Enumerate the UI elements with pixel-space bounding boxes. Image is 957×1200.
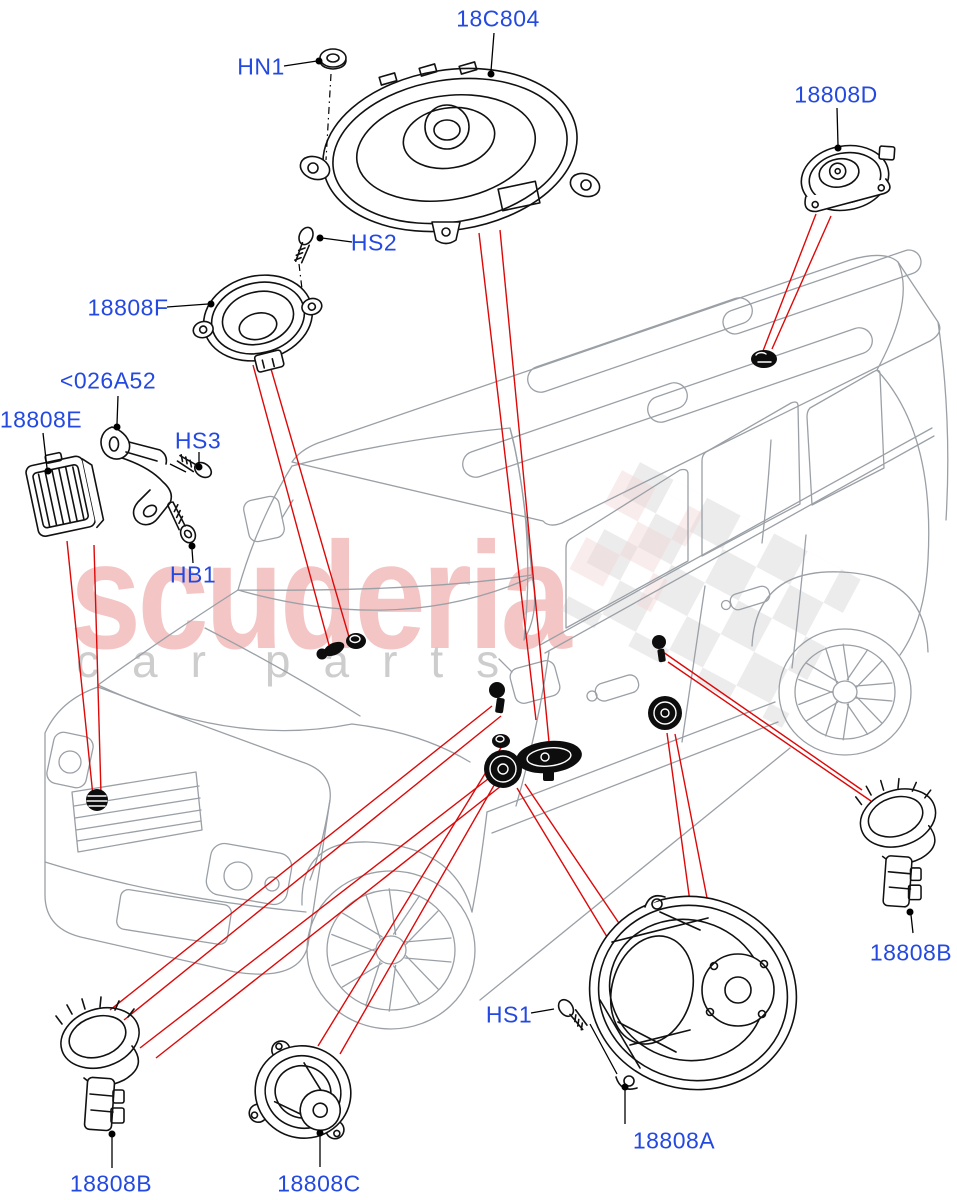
part-label-026a52: <026A52: [59, 367, 157, 394]
vehicle-illustration: [44, 249, 949, 1030]
fastener-label-hs3: HS3: [174, 427, 222, 454]
part-label-18808c: 18808C: [277, 1170, 361, 1197]
screw-hs1-drawing: [551, 993, 595, 1032]
part-label-18808b-left: 18808B: [69, 1170, 153, 1197]
fastener-label-hs1: HS1: [485, 1001, 533, 1028]
bracket-026a52-drawing: [100, 426, 173, 526]
red-locator-lines: [66, 213, 872, 1059]
nut-hn1-drawing: [319, 48, 347, 70]
watermark-word-parts: parts: [264, 635, 533, 687]
speaker-18c804-drawing: [299, 61, 601, 245]
cowl-screw-marker: [323, 641, 345, 657]
part-label-18808a: 18808A: [632, 1127, 716, 1154]
speaker-18808c-drawing: [248, 1040, 352, 1140]
fastener-label-hs2: HS2: [350, 229, 398, 256]
screw-hs2-drawing: [293, 223, 317, 265]
rear-door-tweeter-marker: [652, 635, 666, 649]
watermark-brand: scuderia: [70, 511, 572, 681]
rear-door-speaker-marker: [648, 696, 682, 730]
a-pillar-tweeter-marker: [489, 682, 505, 698]
fastener-label-hn1: HN1: [237, 53, 285, 80]
part-label-18c804: 18C804: [456, 5, 540, 32]
fastener-label-hb1: HB1: [169, 561, 217, 588]
speaker-18808a-drawing: [588, 894, 798, 1091]
speaker-18808e-drawing: [25, 451, 105, 537]
speaker-18808d-drawing: [800, 144, 896, 213]
roof-speaker-marker: [751, 350, 777, 368]
part-label-18808b-right: 18808B: [869, 939, 953, 966]
part-label-18808e: 18808E: [0, 406, 83, 433]
bolt-hb1-drawing: [167, 501, 197, 544]
grille-speaker-marker: [86, 789, 108, 811]
label-leader-lines: [42, 32, 914, 1168]
part-label-18808f: 18808F: [87, 294, 169, 321]
speaker-18808f-drawing: [192, 274, 323, 373]
tweeter-18808b-left-drawing: [52, 996, 148, 1132]
screw-hs3-drawing: [173, 453, 217, 483]
checkered-flag-watermark: [561, 462, 861, 728]
speaker-location-markers: [86, 350, 777, 811]
part-label-18808d: 18808D: [794, 81, 878, 108]
